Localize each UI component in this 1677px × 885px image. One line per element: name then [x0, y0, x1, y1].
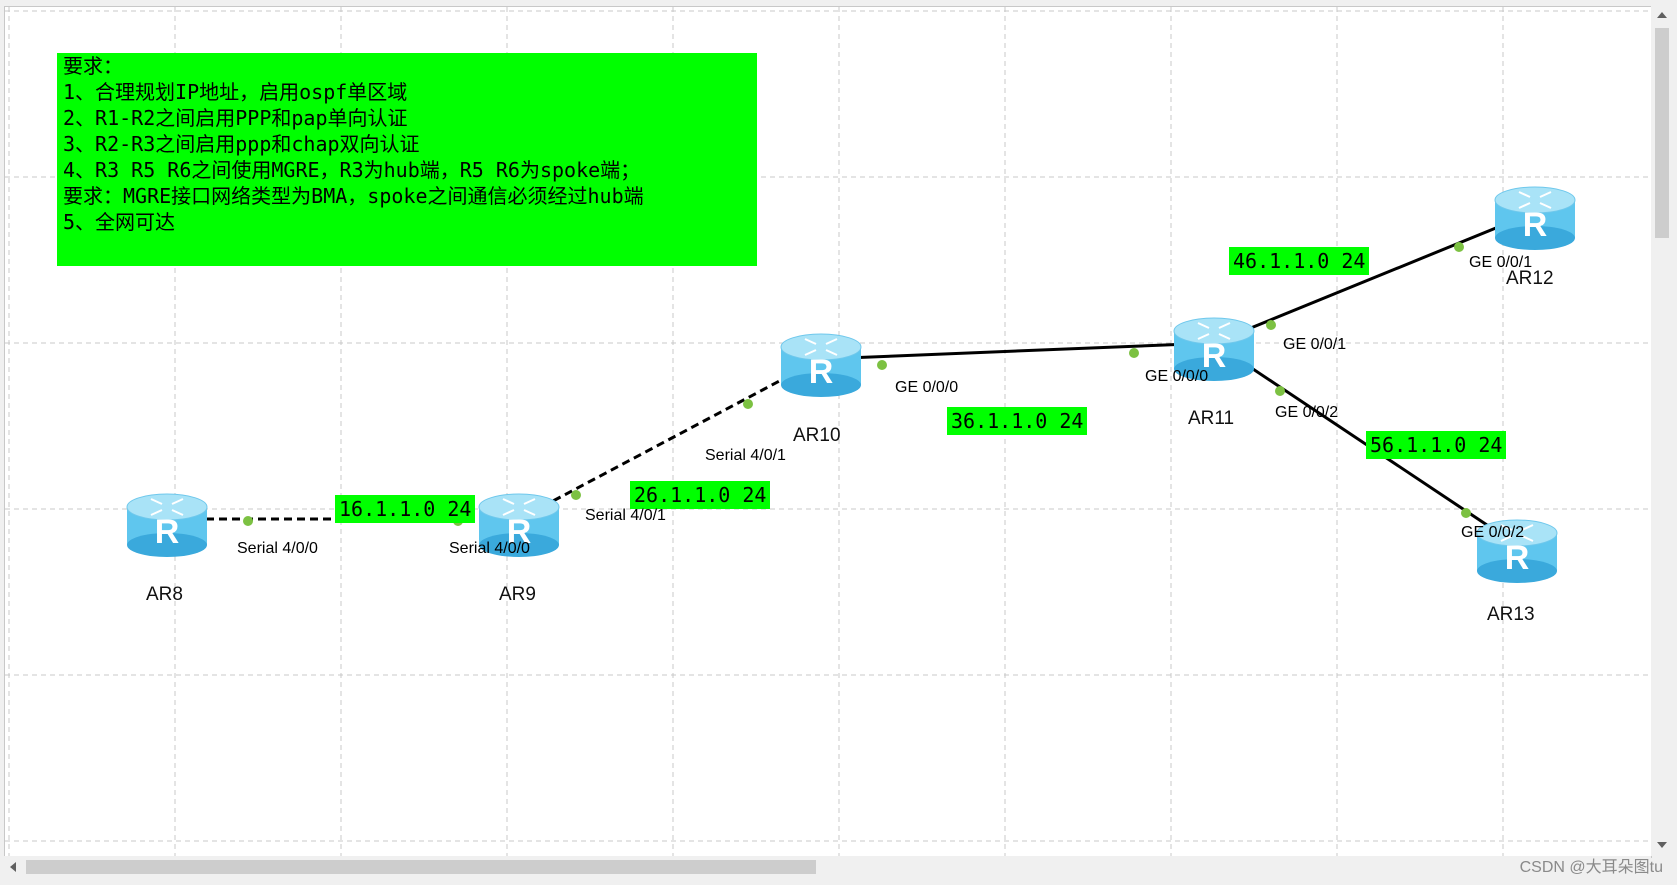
router-icons: R R R R R R: [126, 186, 1576, 583]
router-icon[interactable]: R: [1173, 317, 1255, 381]
port-dot[interactable]: [1266, 320, 1276, 330]
link-ar10-ar11[interactable]: [820, 341, 1215, 361]
topology-canvas[interactable]: R R R R R R 要求： 1、合理规划IP地址，启用ospf单区域 2、R1-R2之…: [4, 6, 1652, 858]
device-label-ar8[interactable]: AR8: [146, 584, 183, 605]
vertical-scrollbar[interactable]: [1651, 6, 1673, 856]
svg-text:R: R: [155, 513, 180, 551]
port-label-ar12-ge001: GE 0/0/1: [1469, 254, 1533, 271]
port-label-ar8-serial: Serial 4/0/0: [237, 540, 318, 557]
subnet-label-ar8-ar9[interactable]: 16.1.1.0 24: [335, 495, 476, 523]
scroll-up-icon[interactable]: [1657, 12, 1667, 18]
requirement-line: 要求：: [63, 54, 123, 78]
port-label-ar9-serial-400: Serial 4/0/0: [449, 540, 530, 557]
port-dot[interactable]: [1461, 508, 1471, 518]
port-dot[interactable]: [1454, 242, 1464, 252]
requirements-note[interactable]: 要求： 1、合理规划IP地址，启用ospf单区域 2、R1-R2之间启用PPP和…: [57, 53, 757, 266]
link-ar9-ar10[interactable]: [518, 357, 822, 521]
horizontal-scroll-thumb[interactable]: [26, 860, 816, 874]
router-icon[interactable]: R: [1476, 519, 1558, 583]
port-dot[interactable]: [571, 490, 581, 500]
scroll-down-icon[interactable]: [1657, 842, 1667, 848]
port-dot[interactable]: [743, 399, 753, 409]
svg-text:R: R: [1505, 539, 1530, 577]
subnet-label-ar11-ar12[interactable]: 46.1.1.0 24: [1229, 247, 1370, 275]
port-label-ar11-ge000: GE 0/0/0: [1145, 368, 1209, 385]
horizontal-scrollbar[interactable]: [4, 856, 1651, 878]
port-label-ar11-ge002: GE 0/0/2: [1275, 404, 1339, 421]
port-dot[interactable]: [243, 516, 253, 526]
svg-text:R: R: [1523, 206, 1548, 244]
port-label-ar13-ge002: GE 0/0/2: [1461, 524, 1525, 541]
scroll-left-icon[interactable]: [10, 862, 16, 872]
svg-text:R: R: [809, 353, 834, 391]
port-dot[interactable]: [1275, 386, 1285, 396]
port-dot[interactable]: [1129, 348, 1139, 358]
port-label-ar10-serial-401: Serial 4/0/1: [705, 447, 786, 464]
requirement-line: 5、全网可达: [63, 210, 176, 234]
topology-svg: R R R R R R: [5, 7, 1651, 857]
device-label-ar10[interactable]: AR10: [793, 425, 841, 446]
router-icon[interactable]: R: [126, 493, 208, 557]
requirement-line: 1、合理规划IP地址，启用ospf单区域: [63, 80, 408, 104]
requirement-line: 3、R2-R3之间启用ppp和chap双向认证: [63, 132, 420, 156]
device-label-ar11[interactable]: AR11: [1188, 408, 1235, 429]
watermark: CSDN @大耳朵图tu: [1519, 859, 1663, 876]
svg-text:R: R: [1202, 337, 1227, 375]
port-label-ar9-serial-401: Serial 4/0/1: [585, 507, 666, 524]
port-label-ar11-ge001: GE 0/0/1: [1283, 336, 1347, 353]
device-label-ar9[interactable]: AR9: [499, 584, 536, 605]
svg-text:R: R: [507, 513, 532, 551]
subnet-label-ar10-ar11[interactable]: 36.1.1.0 24: [947, 407, 1088, 435]
port-label-ar10-ge000: GE 0/0/0: [895, 379, 959, 396]
subnet-label-ar11-ar13[interactable]: 56.1.1.0 24: [1366, 431, 1507, 459]
router-icon[interactable]: R: [780, 333, 862, 397]
device-label-ar12[interactable]: AR12: [1506, 268, 1554, 289]
port-dot[interactable]: [877, 360, 887, 370]
router-icon[interactable]: R: [478, 493, 560, 557]
router-icon[interactable]: R: [1494, 186, 1576, 250]
requirement-line: 2、R1-R2之间启用PPP和pap单向认证: [63, 106, 408, 130]
device-label-ar13[interactable]: AR13: [1487, 604, 1535, 625]
requirement-line: 要求：MGRE接口网络类型为BMA，spoke之间通信必须经过hub端: [63, 184, 644, 208]
vertical-scroll-thumb[interactable]: [1655, 28, 1669, 238]
subnet-label-ar9-ar10[interactable]: 26.1.1.0 24: [630, 481, 771, 509]
link-ar11-ar12[interactable]: [1213, 210, 1536, 345]
requirement-line: 4、R3 R5 R6之间使用MGRE，R3为hub端，R5 R6为spoke端；: [63, 158, 641, 182]
